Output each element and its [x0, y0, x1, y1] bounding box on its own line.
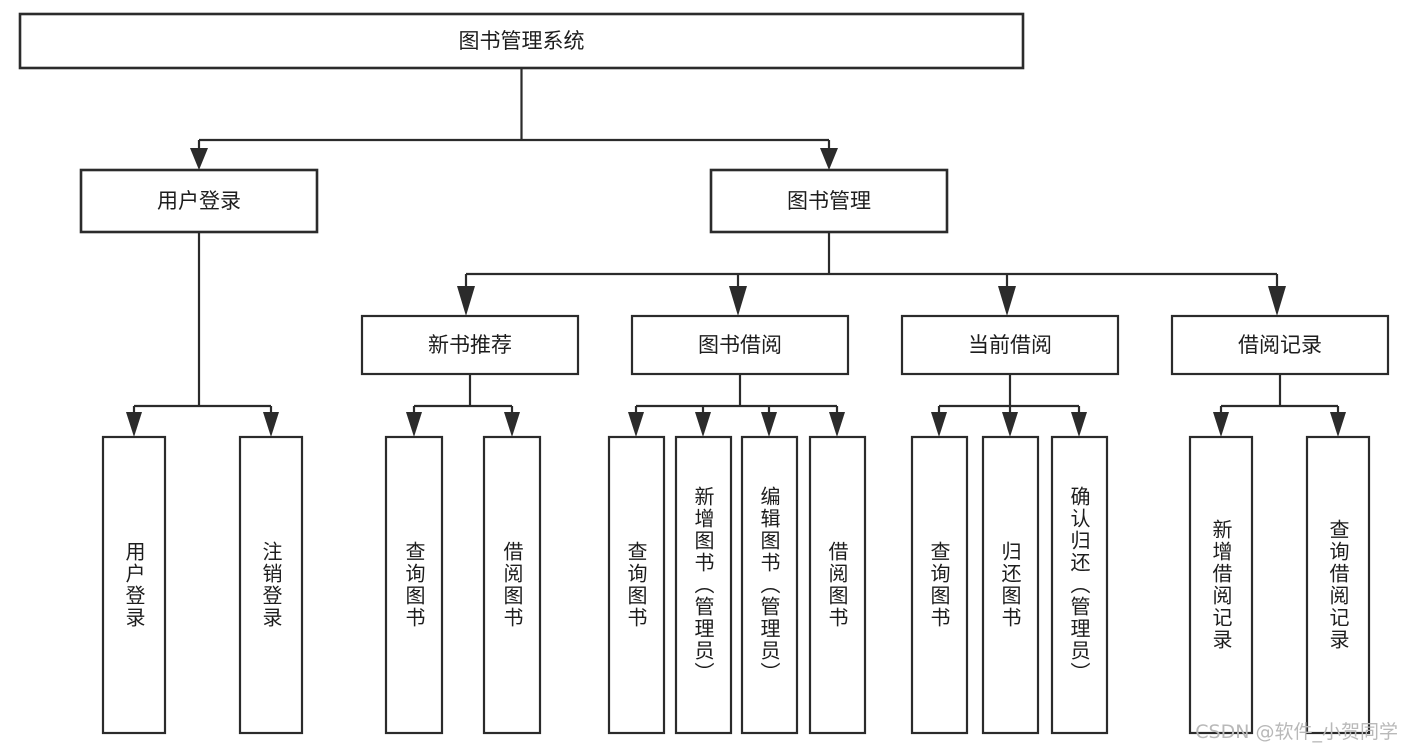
node-user-login-label: 用户登录 [157, 189, 241, 213]
node-leaf-query-borrow-record-label: 查询借阅记录 [1326, 519, 1350, 651]
node-leaf-return-book[interactable]: 归还图书 [981, 435, 1040, 735]
node-book-borrow-box[interactable] [630, 314, 850, 376]
node-leaf-logout-label: 注销登录 [259, 541, 283, 629]
node-current-borrow-label: 当前借阅 [968, 333, 1052, 357]
node-leaf-borrow-book-new-label: 借阅图书 [500, 541, 524, 629]
node-borrow-records-label: 借阅记录 [1238, 333, 1322, 357]
node-leaf-query-book-label: 查询图书 [624, 541, 648, 629]
node-leaf-borrow-book[interactable]: 借阅图书 [808, 435, 867, 735]
node-leaf-query-borrow-record[interactable]: 查询借阅记录 [1305, 435, 1371, 735]
node-leaf-borrow-book-new[interactable]: 借阅图书 [482, 435, 542, 735]
node-leaf-logout[interactable]: 注销登录 [238, 435, 304, 735]
node-leaf-query-book-current-box[interactable] [910, 435, 969, 735]
node-book-manage-label: 图书管理 [787, 189, 871, 213]
connector-layer [126, 68, 1346, 437]
node-leaf-query-book[interactable]: 查询图书 [607, 435, 666, 735]
arrow-head-borrow-leaf-1 [628, 412, 644, 437]
node-leaf-return-book-label: 归还图书 [998, 541, 1022, 629]
node-user-login[interactable]: 用户登录 [79, 168, 319, 234]
node-leaf-add-borrow-record-label: 新增借阅记录 [1209, 519, 1233, 651]
arrow-head-borrow-leaf-4 [829, 412, 845, 437]
node-root-label: 图书管理系统 [459, 29, 585, 53]
node-book-borrow-label: 图书借阅 [698, 333, 782, 357]
node-leaf-user-login-box[interactable] [101, 435, 167, 735]
node-leaf-borrow-book-box[interactable] [808, 435, 867, 735]
arrow-head-current-borrow-leaf-2 [1002, 412, 1018, 437]
node-leaf-return-book-box[interactable] [981, 435, 1040, 735]
node-leaf-user-login-label: 用户登录 [122, 541, 146, 629]
node-leaf-add-borrow-record[interactable]: 新增借阅记录 [1188, 435, 1254, 735]
node-leaf-query-book-current[interactable]: 查询图书 [910, 435, 969, 735]
node-leaf-confirm-return-admin-label: 确认归还（管理员） [1067, 486, 1091, 684]
node-leaf-edit-book-admin-box[interactable] [740, 435, 799, 735]
node-current-borrow-box[interactable] [900, 314, 1120, 376]
node-borrow-records-box[interactable] [1170, 314, 1390, 376]
arrow-head-records-leaf-2 [1330, 412, 1346, 437]
node-new-book-recommend-box[interactable] [360, 314, 580, 376]
arrow-head-user-login-leaf-2 [263, 412, 279, 437]
node-user-login-box[interactable] [79, 168, 319, 234]
arrow-head-to-borrow [729, 286, 747, 316]
node-leaf-borrow-book-new-box[interactable] [482, 435, 542, 735]
arrow-head-to-current-borrow [998, 286, 1016, 316]
node-leaf-query-book-new-label: 查询图书 [402, 541, 426, 629]
node-new-book-recommend-label: 新书推荐 [428, 333, 512, 357]
node-leaf-borrow-book-label: 借阅图书 [825, 541, 849, 629]
node-root[interactable]: 图书管理系统 [18, 12, 1025, 70]
node-leaf-add-book-admin[interactable]: 新增图书（管理员） [674, 435, 733, 735]
node-leaf-add-borrow-record-box[interactable] [1188, 435, 1254, 735]
node-leaf-add-book-admin-box[interactable] [674, 435, 733, 735]
arrow-head-new-books-leaf-1 [406, 412, 422, 437]
node-book-manage-box[interactable] [709, 168, 949, 234]
node-leaf-query-book-new[interactable]: 查询图书 [384, 435, 444, 735]
arrow-head-to-records [1268, 286, 1286, 316]
node-leaf-edit-book-admin[interactable]: 编辑图书（管理员） [740, 435, 799, 735]
node-leaf-confirm-return-admin-box[interactable] [1050, 435, 1109, 735]
node-leaf-logout-box[interactable] [238, 435, 304, 735]
node-leaf-confirm-return-admin[interactable]: 确认归还（管理员） [1050, 435, 1109, 735]
node-book-borrow[interactable]: 图书借阅 [630, 314, 850, 376]
node-leaf-query-book-box[interactable] [607, 435, 666, 735]
node-book-manage[interactable]: 图书管理 [709, 168, 949, 234]
arrow-head-borrow-leaf-3 [761, 412, 777, 437]
node-leaf-user-login[interactable]: 用户登录 [101, 435, 167, 735]
node-current-borrow[interactable]: 当前借阅 [900, 314, 1120, 376]
node-leaf-query-book-new-box[interactable] [384, 435, 444, 735]
csdn-watermark: CSDN @软件_小贺同学 [1195, 721, 1398, 743]
arrow-head-to-user-login [190, 148, 208, 170]
arrow-head-to-book-manage [820, 148, 838, 170]
node-leaf-query-book-current-label: 查询图书 [927, 541, 951, 629]
arrow-head-new-books-leaf-2 [504, 412, 520, 437]
arrow-head-borrow-leaf-2 [695, 412, 711, 437]
arrow-head-user-login-leaf-1 [126, 412, 142, 437]
node-root-box[interactable] [18, 12, 1025, 70]
arrow-head-records-leaf-1 [1213, 412, 1229, 437]
node-borrow-records[interactable]: 借阅记录 [1170, 314, 1390, 376]
node-leaf-query-borrow-record-box[interactable] [1305, 435, 1371, 735]
node-new-book-recommend[interactable]: 新书推荐 [360, 314, 580, 376]
arrow-head-to-new-books [457, 286, 475, 316]
arrow-head-current-borrow-leaf-3 [1071, 412, 1087, 437]
arrow-head-current-borrow-leaf-1 [931, 412, 947, 437]
node-leaf-edit-book-admin-label: 编辑图书（管理员） [757, 486, 781, 684]
node-leaf-add-book-admin-label: 新增图书（管理员） [691, 486, 715, 684]
